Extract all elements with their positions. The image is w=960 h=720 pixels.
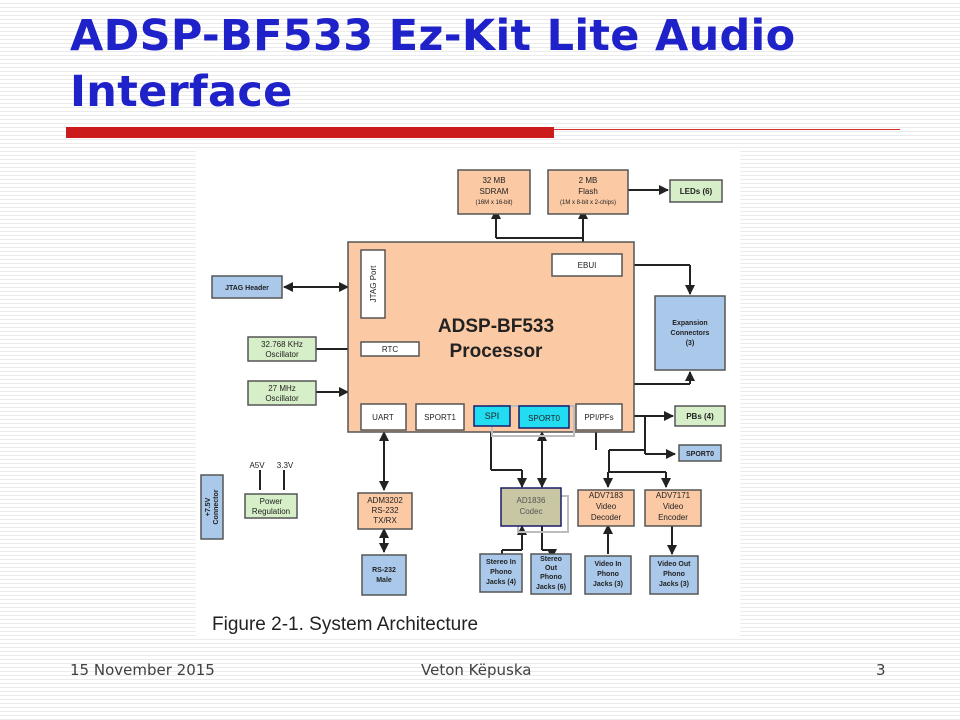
adv7171-label-2: Video xyxy=(663,502,684,511)
ebui-label: EBUI xyxy=(578,261,597,270)
sport0-block xyxy=(518,405,570,429)
stereo-out-jacks-block xyxy=(530,553,572,595)
title-underline-thin xyxy=(554,129,900,130)
codec-label-2: Codec xyxy=(519,507,542,516)
osc32-label-1: 32.768 KHz xyxy=(261,340,303,349)
adv7171-label-1: ADV7171 xyxy=(656,491,691,500)
codec-block xyxy=(500,487,562,527)
video-out-label-3: Jacks (3) xyxy=(659,581,689,588)
sport0-label: SPORT0 xyxy=(528,414,560,423)
adv7183-label-3: Decoder xyxy=(591,513,622,522)
sport1-block xyxy=(415,403,465,431)
footer-date: 15 November 2015 xyxy=(70,661,215,679)
stereo-out-label-1: Stereo xyxy=(540,556,562,563)
ppi-block xyxy=(575,403,623,431)
rs232-label-2: Male xyxy=(376,577,392,584)
flash-block xyxy=(547,169,629,215)
architecture-diagram: 32 MB SDRAM (16M x 16-bit) 2 MB Flash (1… xyxy=(200,169,726,635)
adv7171-label-3: Encoder xyxy=(658,513,688,522)
stereo-out-label-4: Jacks (6) xyxy=(536,584,566,591)
power-connector-label-2: Connector xyxy=(213,489,220,524)
stereo-in-jacks-block xyxy=(479,553,523,593)
figure-caption: Figure 2-1. System Architecture xyxy=(212,614,478,635)
rs232-male-block xyxy=(361,554,407,596)
uart-block xyxy=(360,403,407,431)
video-out-jacks-block xyxy=(649,555,699,595)
power-connector-label-1: +7.5V xyxy=(205,497,212,516)
leds-label: LEDs (6) xyxy=(680,187,713,196)
slide-title: ADSP-BF533 Ez-Kit Lite Audio Interface xyxy=(70,11,796,117)
ppi-label: PPI/PFs xyxy=(584,413,613,422)
adm-label-1: ADM3202 xyxy=(367,496,403,505)
stereo-out-label-3: Phono xyxy=(540,574,562,581)
adv7183-block xyxy=(577,489,635,527)
pbs-label: PBs (4) xyxy=(686,412,714,421)
leds-block xyxy=(669,179,723,203)
spi-label: SPI xyxy=(485,411,500,421)
stereo-in-label-3: Jacks (4) xyxy=(486,579,516,586)
system-architecture-figure: 32 MB SDRAM (16M x 16-bit) 2 MB Flash (1… xyxy=(196,150,740,638)
processor-label-1: ADSP-BF533 xyxy=(438,316,554,337)
v33-label: 3.3V xyxy=(277,461,294,470)
spi-block xyxy=(473,405,511,427)
expansion-connectors-block xyxy=(654,295,726,371)
video-in-label-2: Phono xyxy=(597,571,619,578)
codec-label-1: AD1836 xyxy=(517,496,546,505)
video-out-label-2: Phono xyxy=(663,571,685,578)
sdram-label-1: 32 MB xyxy=(482,176,505,185)
ebui-block xyxy=(551,253,623,277)
footer-author: Veton Këpuska xyxy=(421,661,532,679)
flash-label-1: 2 MB xyxy=(579,176,598,185)
adv7183-label-2: Video xyxy=(596,502,617,511)
power-regulation-label-1: Power xyxy=(260,497,283,506)
flash-label-3: (1M x 8-bit x 2-chips) xyxy=(560,200,616,206)
flash-label-2: Flash xyxy=(578,187,598,196)
pbs-block xyxy=(674,405,726,427)
sport0-connector-block xyxy=(678,444,722,462)
osc-27mhz-block xyxy=(247,380,317,406)
power-connector-block xyxy=(200,474,224,540)
jtag-port-block xyxy=(360,249,386,319)
adm3202-block xyxy=(357,492,413,530)
osc27-label-2: Oscillator xyxy=(265,394,299,403)
video-in-label-1: Video In xyxy=(594,561,621,568)
expansion-label-3: (3) xyxy=(686,340,695,347)
adm-label-3: TX/RX xyxy=(373,516,397,525)
sport1-label: SPORT1 xyxy=(424,413,456,422)
osc27-label-1: 27 MHz xyxy=(268,384,296,393)
uart-label: UART xyxy=(372,413,394,422)
video-in-label-3: Jacks (3) xyxy=(593,581,623,588)
power-regulation-label-2: Regulation xyxy=(252,507,290,516)
audio-path-highlight xyxy=(473,405,575,533)
sdram-block xyxy=(457,169,531,215)
sport0-connector-label: SPORT0 xyxy=(686,451,714,458)
stereo-in-label-2: Phono xyxy=(490,569,512,576)
osc-32khz-block xyxy=(247,336,317,362)
rtc-block xyxy=(360,341,420,357)
expansion-label-2: Connectors xyxy=(671,330,710,337)
adm-label-2: RS-232 xyxy=(371,506,399,515)
jtag-header-block xyxy=(211,275,283,299)
expansion-label-1: Expansion xyxy=(672,320,707,327)
sdram-label-2: SDRAM xyxy=(480,187,509,196)
stereo-in-label-1: Stereo In xyxy=(486,559,516,566)
osc32-label-2: Oscillator xyxy=(265,350,299,359)
page-number: 3 xyxy=(876,661,886,679)
adv7183-label-1: ADV7183 xyxy=(589,491,624,500)
a5v-label: A5V xyxy=(249,461,265,470)
video-in-jacks-block xyxy=(584,555,632,595)
adv7171-block xyxy=(644,489,702,527)
title-underline-red xyxy=(66,127,554,138)
video-out-label-1: Video Out xyxy=(658,561,692,568)
rs232-label-1: RS-232 xyxy=(372,567,396,574)
jtag-header-label: JTAG Header xyxy=(225,285,269,292)
stereo-out-label-2: Out xyxy=(545,565,558,572)
sdram-label-3: (16M x 16-bit) xyxy=(475,200,512,206)
processor-label-2: Processor xyxy=(450,341,544,362)
jtag-port-label: JTAG Port xyxy=(369,265,378,303)
power-regulation-block xyxy=(244,493,298,519)
rtc-label: RTC xyxy=(382,345,399,354)
